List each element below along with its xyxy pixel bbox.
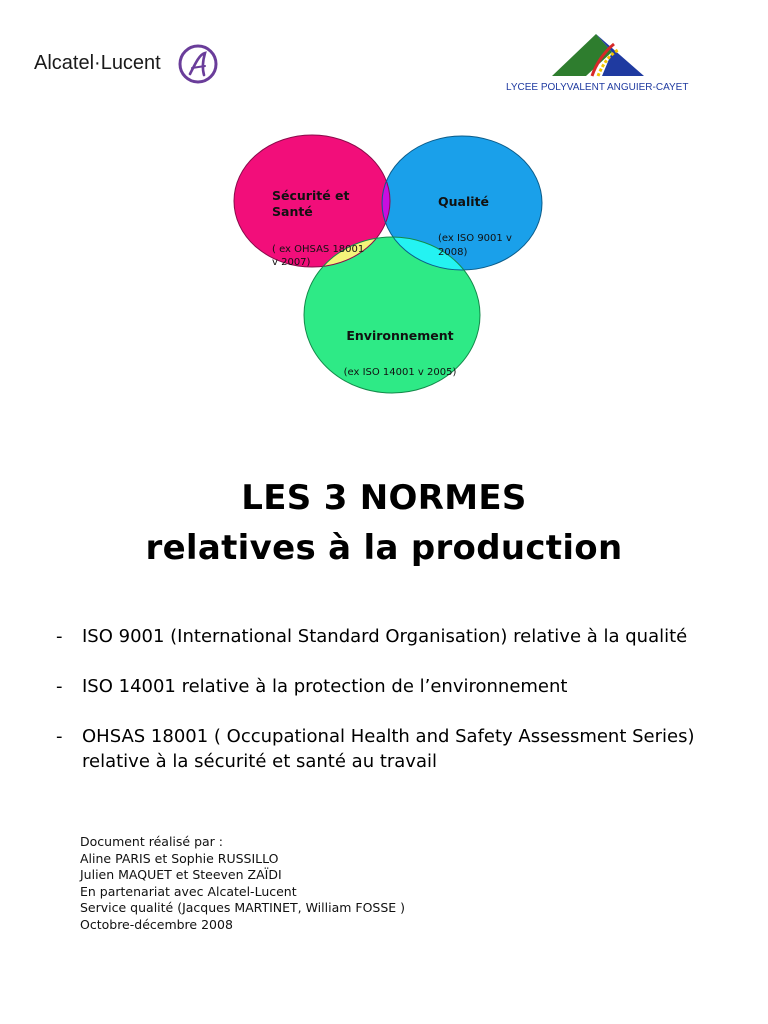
credit-line: Service qualité (Jacques MARTINET, Willi… xyxy=(80,900,406,915)
credit-line: Julien MAQUET et Steeven ZAÏDI xyxy=(80,867,282,882)
brand-name: Alcatel·Lucent xyxy=(34,52,161,74)
credit-line: Aline PARIS et Sophie RUSSILLO xyxy=(80,850,279,866)
school-name: LYCEE POLYVALENT ANGUIER-CAYET xyxy=(506,82,689,93)
environnement-label: Environnement (ex ISO 14001 v 2005) xyxy=(330,306,470,401)
list-dash: - xyxy=(56,676,63,697)
environnement-detail: (ex ISO 14001 v 2005) xyxy=(343,367,457,379)
qualite-label: Qualité (ex ISO 9001 v 2008) xyxy=(438,172,528,281)
school-emblem-icon xyxy=(552,34,644,77)
qualite-circle xyxy=(382,136,542,270)
environnement-title: Environnement xyxy=(346,327,454,343)
securite-label: Sécurité et Santé ( ex OHSAS 18001 v 200… xyxy=(272,166,372,292)
three-norms-venn-diagram: Sécurité et Santé ( ex OHSAS 18001 v 200… xyxy=(226,130,548,402)
document-credits: Document réalisé par : Aline PARIS et So… xyxy=(80,834,405,933)
school-logo: LYCEE POLYVALENT ANGUIER-CAYET xyxy=(500,30,710,100)
securite-detail: ( ex OHSAS 18001 v 2007) xyxy=(272,243,365,269)
securite-circle xyxy=(234,135,390,267)
alcatel-lucent-mark-icon xyxy=(178,44,218,84)
qualite-title: Qualité xyxy=(438,193,489,209)
alcatel-lucent-logo: Alcatel·Lucent xyxy=(34,44,224,88)
page-title-line1: LES 3 NORMES xyxy=(241,478,527,518)
venn-graphic xyxy=(233,134,543,394)
list-dash: - xyxy=(56,726,63,747)
norm-item-iso14001: - ISO 14001 relative à la protection de … xyxy=(56,674,736,699)
page-title-line2: relatives à la production xyxy=(145,528,623,568)
credit-line: En partenariat avec Alcatel-Lucent xyxy=(80,883,297,899)
norm-text: ISO 9001 (International Standard Organis… xyxy=(82,626,688,647)
norm-text: OHSAS 18001 ( Occupational Health and Sa… xyxy=(82,726,695,772)
norm-item-iso9001: - ISO 9001 (International Standard Organ… xyxy=(56,624,736,649)
norm-item-ohsas18001: - OHSAS 18001 ( Occupational Health and … xyxy=(56,724,736,774)
securite-title: Sécurité et Santé xyxy=(272,187,350,220)
qualite-detail: (ex ISO 9001 v 2008) xyxy=(438,233,512,258)
list-dash: - xyxy=(56,626,63,647)
credit-line: Document réalisé par : xyxy=(80,834,223,849)
environnement-circle xyxy=(304,237,480,393)
norm-text: ISO 14001 relative à la protection de l’… xyxy=(82,676,568,697)
norms-list: - ISO 9001 (International Standard Organ… xyxy=(56,624,736,799)
credit-line: Octobre-décembre 2008 xyxy=(80,916,233,932)
